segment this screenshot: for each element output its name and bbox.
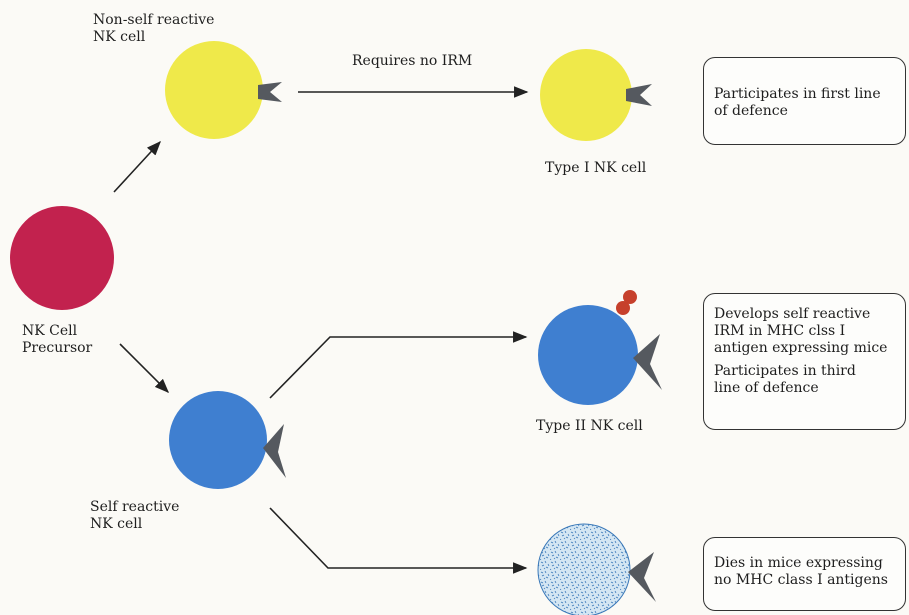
self-reactive-label: Self reactive NK cell xyxy=(90,499,179,533)
irm-icon xyxy=(623,290,637,304)
receptor-icon xyxy=(626,84,652,106)
third-line-box: Develops self reactive IRM in MHC clss I… xyxy=(703,293,906,430)
irm-icon xyxy=(616,301,630,315)
label-line: NK Cell xyxy=(22,323,78,339)
receptor-icon xyxy=(633,334,662,390)
box-line: Participates in first line xyxy=(714,86,881,102)
box-line: antigen expressing mice xyxy=(714,340,888,356)
box-line: of defence xyxy=(714,103,788,119)
arrow-self-to-dying xyxy=(269,507,528,574)
box-line: no MHC class I antigens xyxy=(714,572,888,588)
box-line: Dies in mice expressing xyxy=(714,555,883,571)
label-line: NK cell xyxy=(93,29,146,45)
type1-nk-cell xyxy=(540,49,632,141)
arrow-precursor-to-nonself xyxy=(113,140,161,193)
label-line: NK cell xyxy=(90,516,143,532)
non-self-reactive-cell xyxy=(165,41,263,139)
label-line: Precursor xyxy=(22,340,93,356)
receptor-icon xyxy=(258,82,282,102)
non-self-reactive-label: Non-self reactive NK cell xyxy=(93,12,214,46)
label-line: Self reactive xyxy=(90,499,180,515)
receptor-icon xyxy=(628,552,656,602)
label-line: Non-self reactive xyxy=(93,12,215,28)
box-line: line of defence xyxy=(714,380,819,396)
receptor-icon xyxy=(263,424,286,478)
requires-no-irm-label: Requires no IRM xyxy=(352,53,473,69)
precursor-label: NK Cell Precursor xyxy=(22,323,92,357)
dying-nk-cell xyxy=(537,523,631,615)
first-line-box: Participates in first line of defence xyxy=(703,57,906,145)
box-line: Develops self reactive xyxy=(714,306,871,322)
arrow-precursor-to-self xyxy=(119,343,170,394)
type2-label: Type II NK cell xyxy=(536,418,643,434)
self-reactive-cell xyxy=(169,391,267,489)
box-line: Participates in third xyxy=(714,363,856,379)
box-line: IRM in MHC clss I xyxy=(714,323,846,339)
precursor-cell xyxy=(10,206,114,310)
type1-label: Type I NK cell xyxy=(545,160,647,176)
dies-box: Dies in mice expressing no MHC class I a… xyxy=(703,537,906,611)
type2-nk-cell xyxy=(538,305,638,405)
arrow-self-to-type2 xyxy=(269,331,528,399)
